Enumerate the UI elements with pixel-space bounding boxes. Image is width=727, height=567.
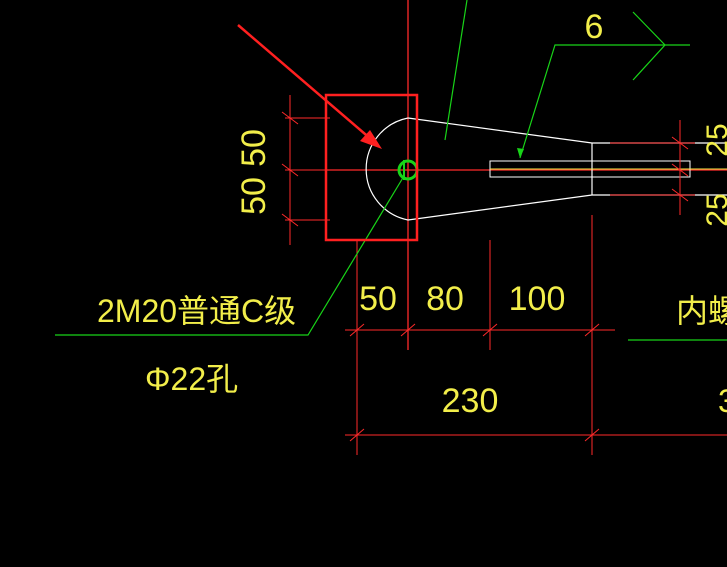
horizontal-segment-dimension [345,215,615,455]
dim-seg-2: 80 [426,280,464,318]
dim-seg-1: 50 [359,280,397,318]
highlight-box [324,93,419,242]
leader-arrowhead [517,148,524,158]
weld-symbol-flag [632,11,666,81]
right-vertical-dimension [610,120,695,215]
highlight-arrow-shaft [237,24,373,141]
hole-spec-label: Φ22孔 [145,361,238,397]
dim-total: 230 [442,382,499,420]
left-vertical-dimension [281,95,330,245]
dim-seg-3: 100 [509,280,566,318]
dim-left-top: 50 [235,129,273,167]
dim-right-bottom: 25 [701,193,727,226]
right-partial-label: 内螺纟 [676,293,727,329]
overall-dimension [345,428,727,442]
leader-lines [55,0,727,341]
dim-right-top: 25 [701,123,727,156]
bolt-spec-label: 2M20普通C级 [97,293,296,329]
highlight-arrow-head [360,130,382,149]
dim-left-bottom: 50 [235,177,273,215]
right-edge-partial-glyph: 3 [718,383,727,419]
weld-size-label: 6 [585,8,604,46]
